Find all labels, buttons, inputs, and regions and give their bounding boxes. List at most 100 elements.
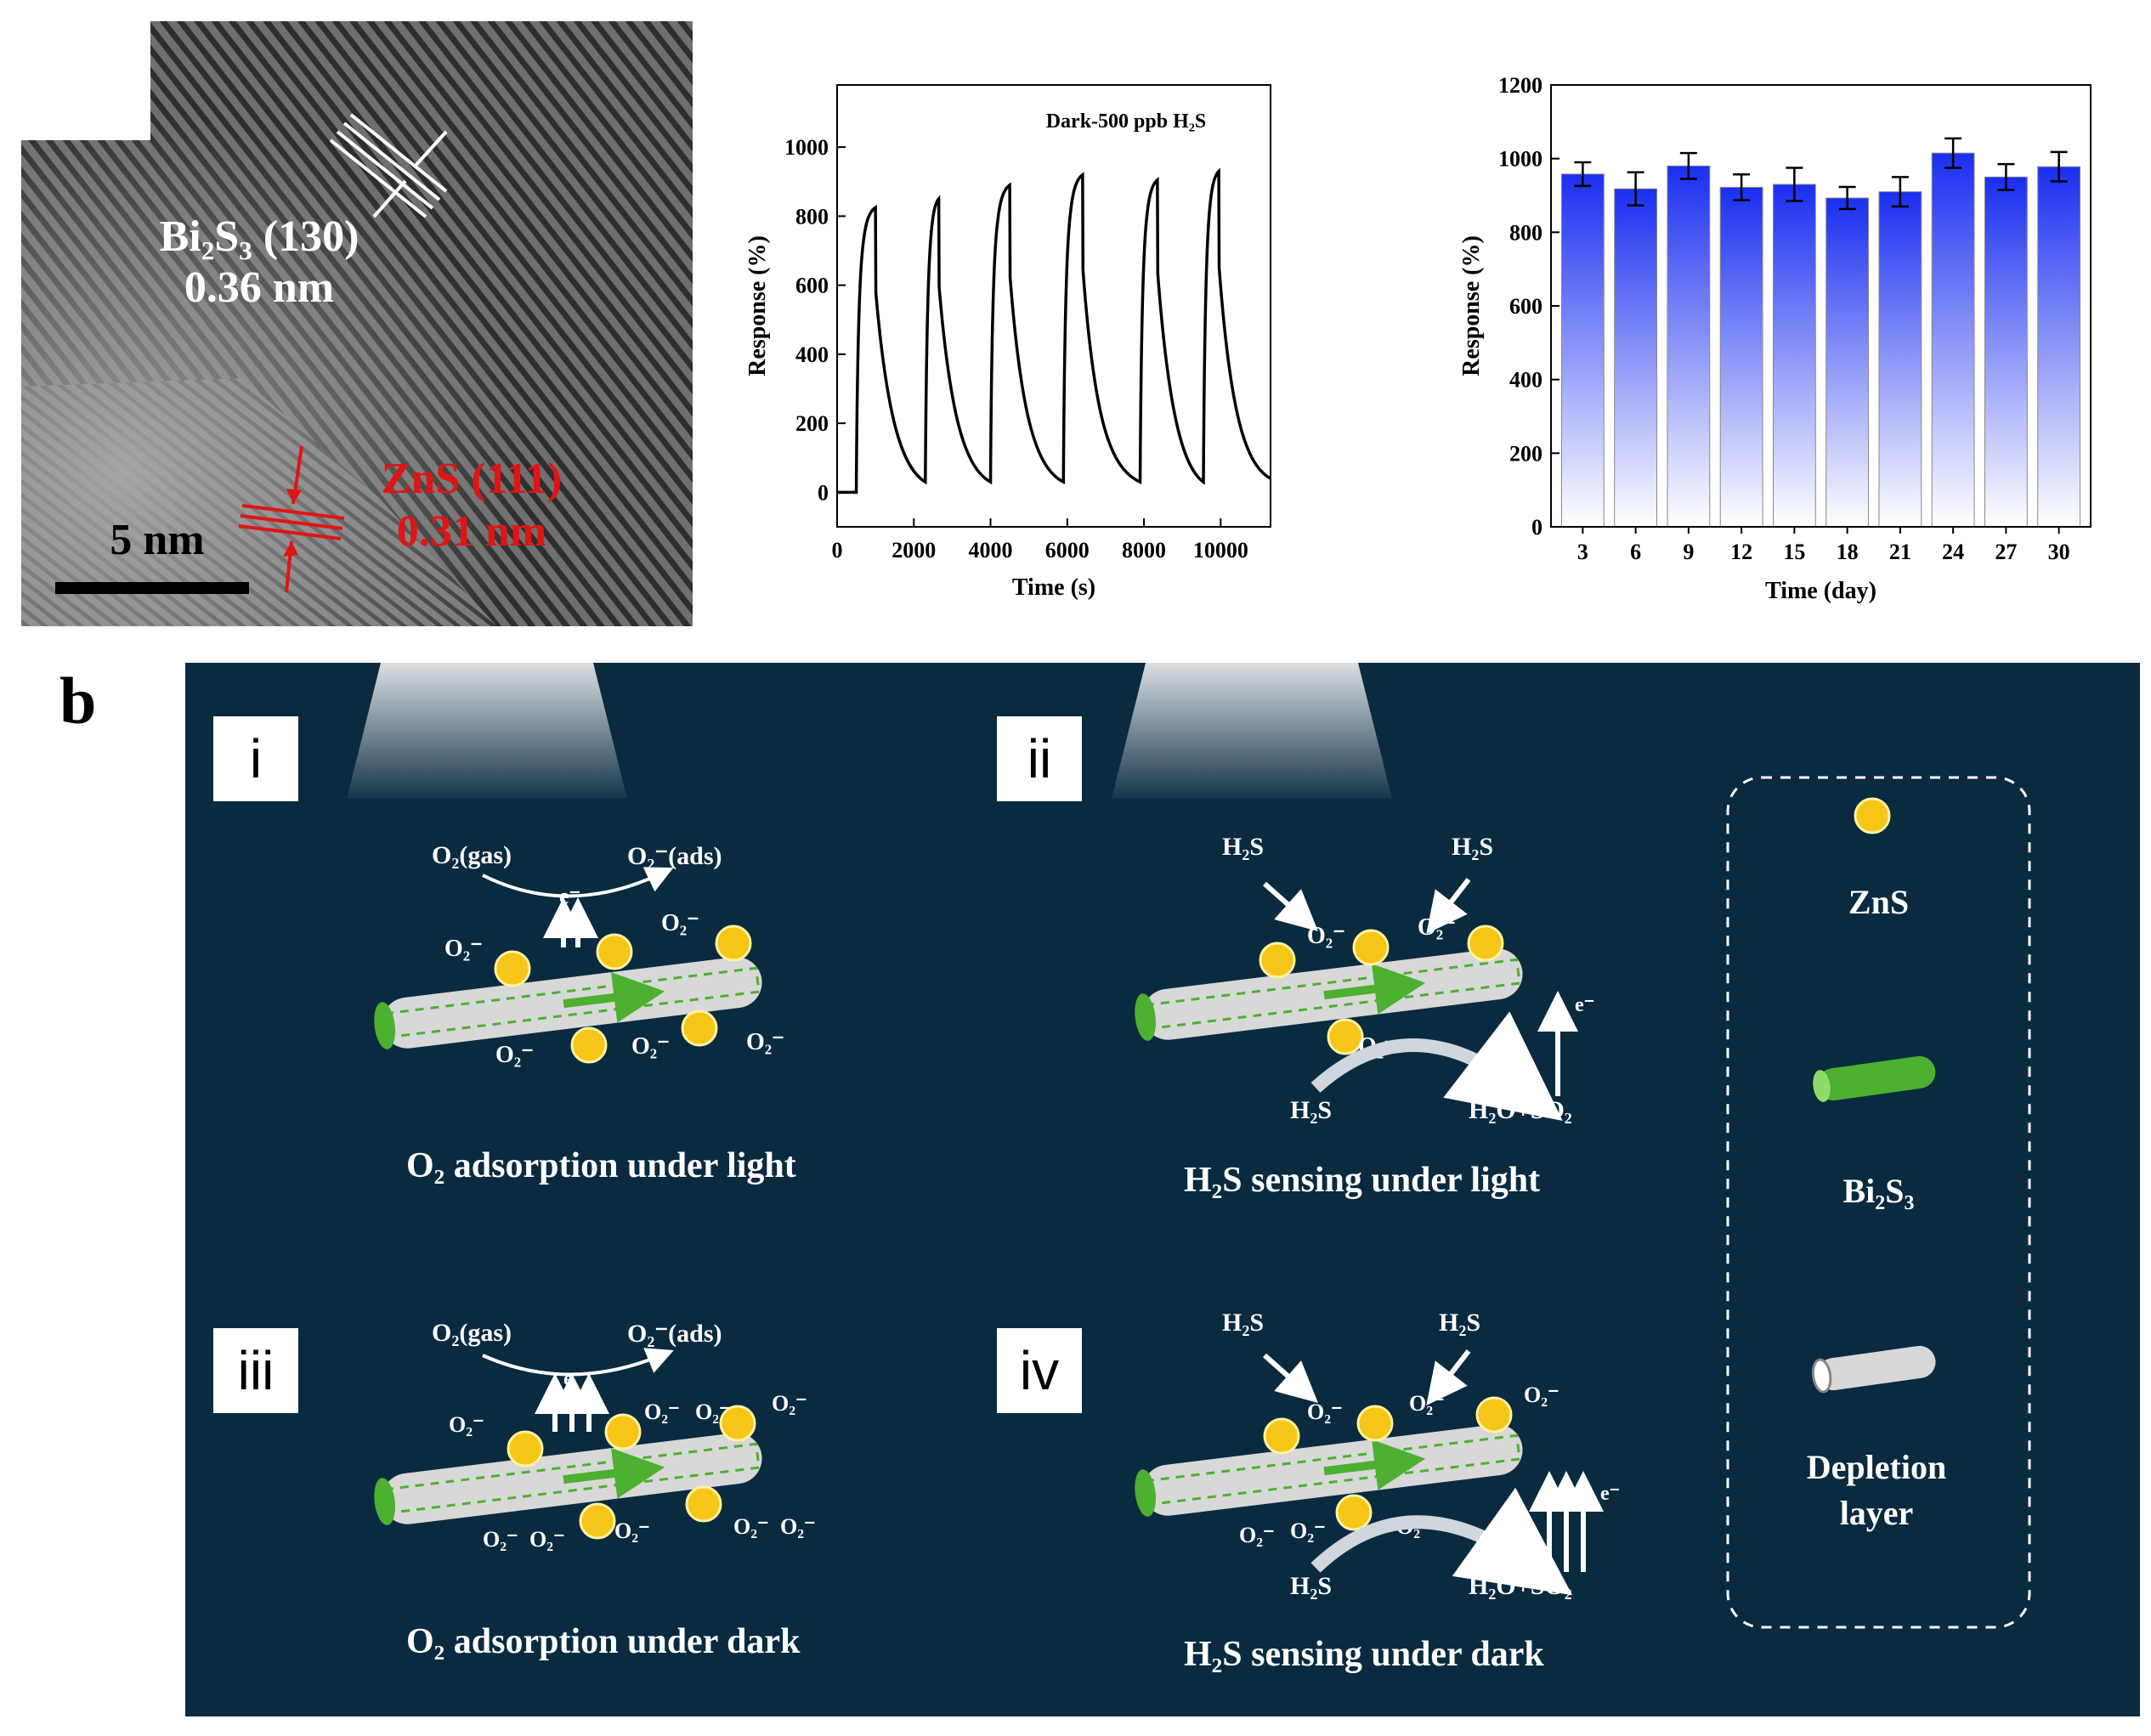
subpanel-ii-label: ii [997, 716, 1082, 801]
o2-minus-iii-0: O₂⁻ [449, 1412, 484, 1437]
zns-sphere-i-2 [715, 925, 752, 962]
y-tick-label-600: 600 [795, 274, 829, 298]
y-tick-label-200: 200 [1509, 441, 1542, 466]
response-series-line [837, 167, 1271, 495]
zns-sphere-i-3 [570, 1026, 608, 1064]
h2s-reaction-arc-iv [1310, 1487, 1573, 1596]
bar-day-30 [2037, 166, 2081, 528]
chart-annotation: Dark-500 ppb H₂S [1046, 110, 1207, 133]
x-axis-label: Time (day) [1765, 578, 1876, 604]
zns-sphere-i-1 [596, 933, 633, 970]
caption-i: O₂ adsorption under light [406, 1146, 796, 1185]
bar-day-15 [1772, 184, 1816, 528]
x-tick-label-2000: 2000 [892, 538, 936, 563]
rod-ii [1135, 948, 1523, 1041]
y-tick-label-800: 800 [1509, 220, 1542, 245]
rod-ii-electron-arrow [1323, 964, 1426, 1015]
panel-b-letter: b [59, 664, 97, 738]
caption-ii: H₂S sensing under light [1184, 1161, 1541, 1200]
zns-sphere-iii-1 [604, 1413, 642, 1450]
products-label-iv: H₂O+SO₂ [1469, 1572, 1572, 1600]
products-label-ii: H₂O+SO₂ [1469, 1096, 1572, 1124]
bi2s3-spacing: 0.36 nm [184, 263, 335, 312]
bar-day-18 [1826, 197, 1870, 528]
o2-gas-label-i: O₂(gas) [432, 841, 512, 869]
bar-day-9 [1667, 165, 1711, 528]
h2s-label-iv-c: H₂S [1290, 1572, 1333, 1600]
zns-sphere-iii-2 [719, 1405, 756, 1442]
o2-ads-label-i: O₂⁻(ads) [627, 842, 722, 870]
electron-label-ii: e⁻ [1575, 994, 1594, 1016]
zns-sphere-i-0 [494, 950, 531, 987]
bar-day-24 [1931, 152, 1975, 528]
legend-zns-label: ZnS [1848, 883, 1910, 921]
legend-depletion-rod [1811, 1345, 1936, 1394]
h2s-label-ii-a: H₂S [1222, 833, 1265, 861]
h2s-reaction-arc-ii [1310, 1011, 1563, 1121]
o2-minus-iii-4: O₂⁻ [483, 1527, 518, 1552]
rod-iii-end [374, 1478, 396, 1525]
o2-minus-i-3: O₂⁻ [631, 1033, 670, 1060]
o2-minus-iv-2: O₂⁻ [1524, 1383, 1559, 1407]
zns-sphere-ii-1 [1352, 929, 1390, 966]
y-tick-label-600: 600 [1509, 294, 1542, 319]
light-beam-ii [1112, 663, 1392, 799]
rod-iv-electron-arrow [1323, 1439, 1426, 1490]
x-axis-label: Time (s) [1012, 574, 1095, 601]
zns-sphere-ii-0 [1259, 942, 1296, 979]
o2-minus-iii-5: O₂⁻ [529, 1527, 565, 1552]
bi2s3-label: Bi₂S₃ (130) [159, 212, 359, 261]
tem-lattice-image [21, 21, 693, 626]
bar-day-27 [1984, 176, 2028, 528]
y-tick-label-1000: 1000 [784, 135, 829, 160]
scale-bar-label: 5 nm [110, 516, 205, 564]
o2-minus-i-2: O₂⁻ [495, 1042, 534, 1068]
o2-minus-iii-2: O₂⁻ [695, 1400, 731, 1424]
tem-micrograph: Bi₂S₃ (130) 0.36 nm ZnS (111) 0.31 nm 5 … [21, 21, 693, 626]
o2-minus-iii-6: O₂⁻ [614, 1518, 650, 1543]
o2-minus-ii-0: O₂⁻ [1307, 923, 1345, 949]
o2-minus-iii-7: O₂⁻ [733, 1514, 769, 1539]
x-tick-label-30: 30 [2048, 540, 2070, 564]
rod-ii-end [1135, 993, 1157, 1041]
o2-ads-label-iii: O₂⁻(ads) [627, 1320, 722, 1348]
y-tick-label-400: 400 [795, 342, 829, 367]
subpanel-iii-label: iii [213, 1328, 298, 1413]
legend-zns-sphere [1854, 797, 1891, 834]
light-beam-i [347, 663, 627, 799]
h2s-label-iv-a: H₂S [1222, 1309, 1265, 1337]
rod-iv-end [1135, 1469, 1157, 1517]
x-tick-label-21: 21 [1889, 540, 1911, 564]
legend-bi2s3-label: Bi₂S₃ [1843, 1172, 1915, 1210]
rod-iv [1135, 1424, 1523, 1517]
bar-day-6 [1614, 188, 1658, 528]
o2-minus-iv-0: O₂⁻ [1307, 1400, 1343, 1424]
rod-i-electron-arrow [563, 972, 665, 1023]
electron-label-i: e⁻ [559, 884, 581, 908]
o2-minus-iii-1: O₂⁻ [644, 1400, 680, 1424]
x-tick-label-18: 18 [1837, 540, 1859, 564]
o2-minus-i-0: O₂⁻ [444, 936, 483, 962]
y-axis-label: Response (%) [744, 235, 771, 376]
legend-bi2s3-rod [1813, 1055, 1936, 1102]
y-tick-label-0: 0 [818, 480, 829, 505]
y-tick-label-1000: 1000 [1498, 147, 1542, 172]
x-tick-label-6000: 6000 [1045, 538, 1090, 563]
o2-minus-ii-1: O₂⁻ [1418, 914, 1456, 941]
zns-sphere-iii-3 [579, 1502, 616, 1540]
h2s-arrow-ii-b [1426, 878, 1471, 934]
y-axis-label: Response (%) [1458, 235, 1485, 376]
o2-minus-iii-3: O₂⁻ [772, 1391, 807, 1416]
zns-spacing: 0.31 nm [396, 507, 547, 556]
x-tick-label-12: 12 [1730, 540, 1752, 564]
rod-iii [374, 1433, 762, 1525]
rod-i [374, 957, 762, 1049]
y-tick-label-800: 800 [795, 204, 829, 229]
x-tick-label-3: 3 [1577, 540, 1588, 564]
o2-transfer-arc-i [482, 867, 674, 898]
o2-minus-iv-1: O₂⁻ [1409, 1391, 1445, 1416]
legend-box [1726, 776, 2031, 1629]
electron-label-iii: e⁻ [563, 1368, 583, 1390]
